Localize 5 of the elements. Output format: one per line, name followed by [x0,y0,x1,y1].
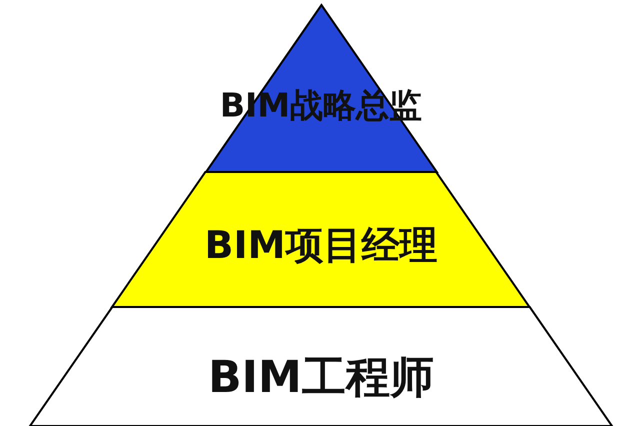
pyramid-tier [30,307,612,426]
tier-label: BIM工程师 [208,356,434,400]
pyramid-tier [206,5,436,172]
pyramid-tier [112,172,530,307]
tier-label: BIM项目经理 [204,226,438,264]
